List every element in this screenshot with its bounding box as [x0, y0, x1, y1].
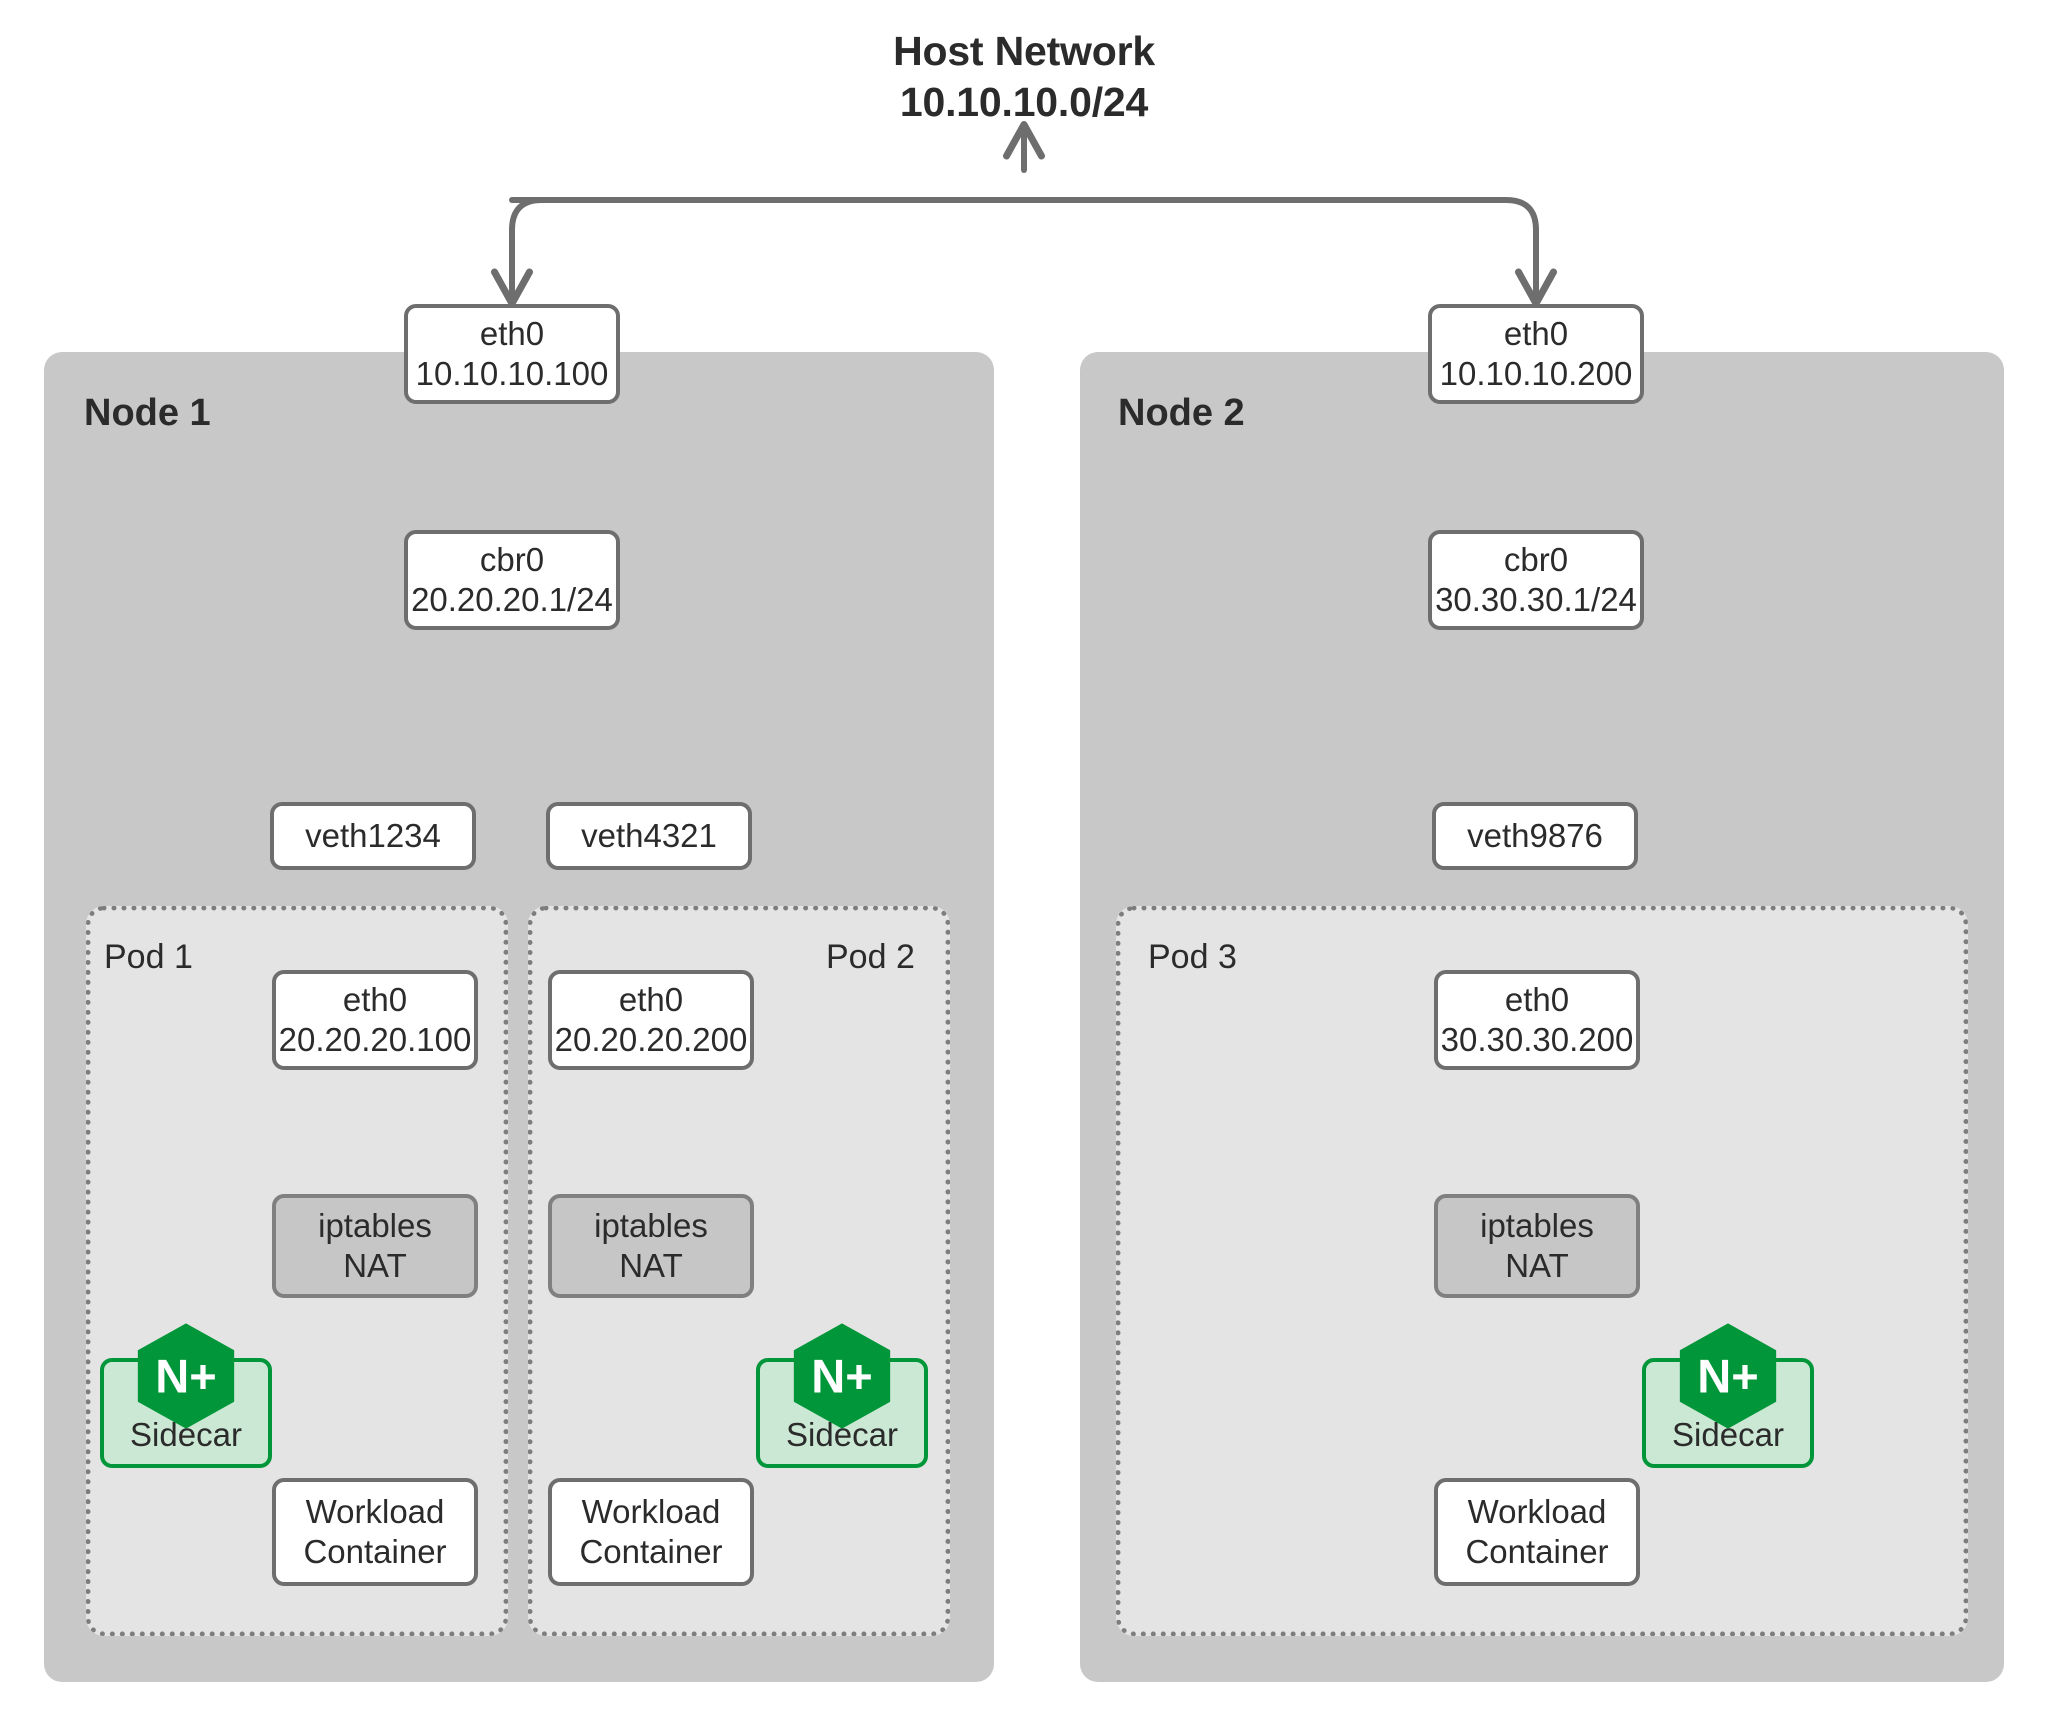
svg-text:N+: N+: [811, 1350, 872, 1403]
node-1-veth4321-box[interactable]: veth4321: [546, 802, 752, 870]
pod-2-eth0-box[interactable]: eth0 20.20.20.200: [548, 970, 754, 1070]
svg-text:N+: N+: [1697, 1350, 1758, 1403]
svg-text:N+: N+: [155, 1350, 216, 1403]
node-1-cbr0-cidr: 20.20.20.1/24: [411, 581, 613, 618]
node-1-eth0-box[interactable]: eth0 10.10.10.100: [404, 304, 620, 404]
node-2-veth9876-label: veth9876: [1467, 817, 1603, 855]
node-2-eth0-ip: 10.10.10.200: [1439, 355, 1633, 392]
node-2-veth9876-box[interactable]: veth9876: [1432, 802, 1638, 870]
pod-2-workload-line2: Container: [579, 1533, 723, 1570]
pod-3-nginx-plus-icon: N+: [1672, 1320, 1784, 1432]
pod-3-sidecar-box[interactable]: Sidecar: [1642, 1358, 1814, 1468]
node-2-eth0-box[interactable]: eth0 10.10.10.200: [1428, 304, 1644, 404]
pod-3-eth0-box[interactable]: eth0 30.30.30.200: [1434, 970, 1640, 1070]
pod-2-nginx-plus-icon: N+: [786, 1320, 898, 1432]
pod-3-nat-line1: iptables: [1480, 1207, 1594, 1245]
host-network-title: Host Network 10.10.10.0/24: [0, 26, 2048, 129]
node-2-label: Node 2: [1118, 392, 1245, 434]
pod-1-nat-line2: NAT: [343, 1247, 407, 1284]
host-network-name: Host Network: [893, 28, 1155, 74]
node-1-label: Node 1: [84, 392, 211, 434]
pod-2-iptables-nat-box[interactable]: iptables NAT: [548, 1194, 754, 1298]
pod-3-eth0-ip: 30.30.30.200: [1440, 1021, 1634, 1058]
node-1-eth0-name: eth0: [479, 315, 545, 353]
pod-3-workload-line2: Container: [1465, 1533, 1609, 1570]
host-network-cidr: 10.10.10.0/24: [899, 79, 1149, 126]
pod-3-iptables-nat-box[interactable]: iptables NAT: [1434, 1194, 1640, 1298]
pod-2-nat-line2: NAT: [619, 1247, 683, 1284]
pod-2-label: Pod 2: [826, 938, 915, 976]
pod-3-workload-container-box[interactable]: Workload Container: [1434, 1478, 1640, 1586]
pod-1-eth0-name: eth0: [342, 981, 408, 1019]
pod-1-iptables-nat-box[interactable]: iptables NAT: [272, 1194, 478, 1298]
pod-1-workload-line1: Workload: [305, 1493, 445, 1531]
node-2-cbr0-box[interactable]: cbr0 30.30.30.1/24: [1428, 530, 1644, 630]
node-1-veth1234-label: veth1234: [305, 817, 441, 855]
node-1-veth1234-box[interactable]: veth1234: [270, 802, 476, 870]
pod-2-workload-container-box[interactable]: Workload Container: [548, 1478, 754, 1586]
pod-1-workload-container-box[interactable]: Workload Container: [272, 1478, 478, 1586]
pod-3-label: Pod 3: [1148, 938, 1237, 976]
pod-3-eth0-name: eth0: [1504, 981, 1570, 1019]
node-2-cbr0-name: cbr0: [1503, 541, 1569, 579]
pod-1-eth0-box[interactable]: eth0 20.20.20.100: [272, 970, 478, 1070]
node-1-eth0-ip: 10.10.10.100: [415, 355, 609, 392]
node-1-cbr0-box[interactable]: cbr0 20.20.20.1/24: [404, 530, 620, 630]
node-1-cbr0-name: cbr0: [479, 541, 545, 579]
node-1-veth4321-label: veth4321: [581, 817, 717, 855]
node-2-eth0-name: eth0: [1503, 315, 1569, 353]
node-2-cbr0-cidr: 30.30.30.1/24: [1435, 581, 1637, 618]
pod-1-nginx-plus-icon: N+: [130, 1320, 242, 1432]
pod-3-nat-line2: NAT: [1505, 1247, 1569, 1284]
pod-2-eth0-ip: 20.20.20.200: [554, 1021, 748, 1058]
pod-3-workload-line1: Workload: [1467, 1493, 1607, 1531]
pod-1-nat-line1: iptables: [318, 1207, 432, 1245]
pod-1-workload-line2: Container: [303, 1533, 447, 1570]
pod-1-label: Pod 1: [104, 938, 193, 976]
pod-2-workload-line1: Workload: [581, 1493, 721, 1531]
pod-2-nat-line1: iptables: [594, 1207, 708, 1245]
pod-1-eth0-ip: 20.20.20.100: [278, 1021, 472, 1058]
pod-2-eth0-name: eth0: [618, 981, 684, 1019]
